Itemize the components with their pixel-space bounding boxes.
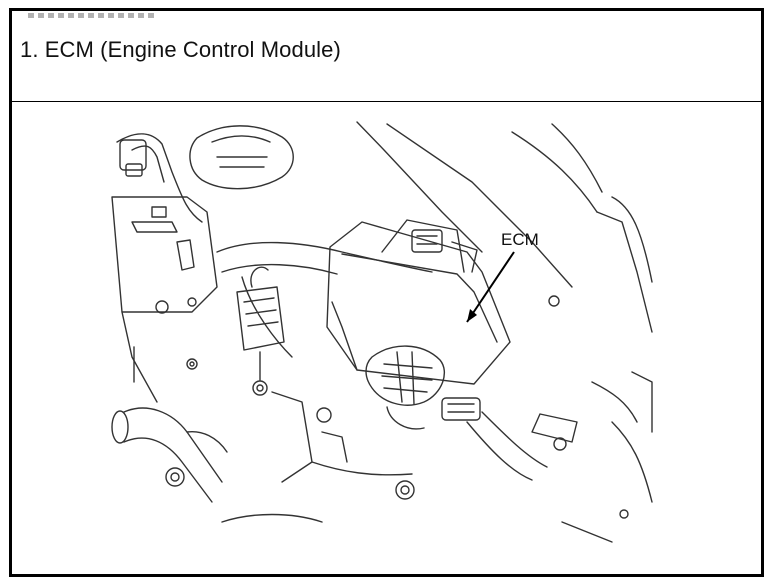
ecm-callout: ECM (466, 230, 539, 323)
ecm-callout-label: ECM (501, 230, 539, 249)
ecm-arrow-head (467, 309, 477, 322)
section-header: 1. ECM (Engine Control Module) (12, 11, 761, 102)
procedure-frame: 1. ECM (Engine Control Module) (9, 8, 764, 577)
ecm-leader-line (466, 251, 515, 323)
figure-panel: ECM (12, 102, 761, 574)
engine-bay-illustration: ECM (111, 121, 653, 543)
section-title: 1. ECM (Engine Control Module) (20, 37, 341, 62)
engine-bay-line-art (111, 121, 653, 543)
cropped-text-remnant (28, 13, 158, 18)
